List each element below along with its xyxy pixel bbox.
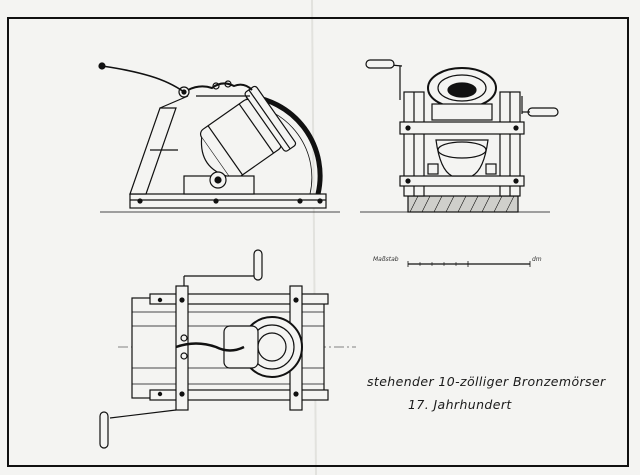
scale-bar-unit: dm [532, 256, 542, 263]
scale-bar [407, 261, 531, 267]
drawing-frame [7, 17, 629, 467]
drawing-title: stehender 10-zölliger Bronzemörser [367, 374, 606, 389]
plan-view [99, 249, 356, 449]
paper-fold-line [311, 0, 317, 475]
drawing-century: 17. Jahrhundert [408, 397, 512, 412]
side-elevation-view [98, 62, 340, 213]
scale-bar-label: Maßstab [373, 256, 399, 263]
front-elevation-view [360, 59, 559, 213]
